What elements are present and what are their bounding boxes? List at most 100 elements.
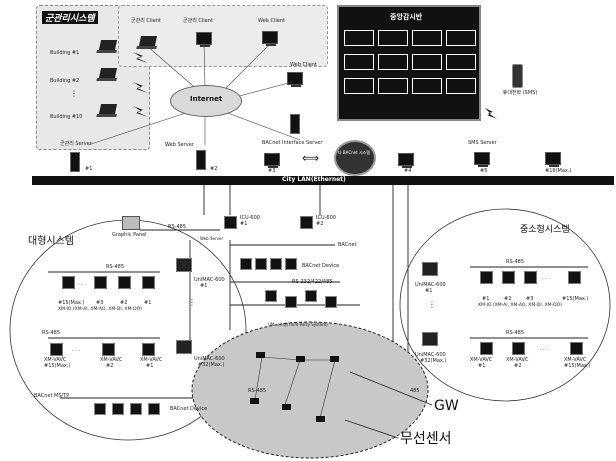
bacnet-device [285, 258, 297, 270]
small-rs485-a: RS-485 [506, 259, 524, 265]
small-vavc-num: #1 [478, 363, 486, 369]
third-party-device [305, 290, 317, 302]
icu600-1-icon [224, 216, 237, 229]
small-xm-desc: XM-IO (XM-AI, XM-AO, XM-DI, XM-DO) [478, 303, 562, 308]
monitor-window [446, 54, 476, 70]
city-lan-label: City LAN(Ethernet) [282, 176, 346, 183]
small-vavc-dots: · · · [540, 347, 548, 353]
vavc-num: #15(Max.) [44, 363, 71, 369]
lan-num-4: #4 [404, 168, 412, 174]
small-system-title: 중소형시스템 [520, 225, 570, 235]
unimac-1-num: #1 [200, 283, 208, 289]
small-unimac-1-num: #1 [425, 288, 433, 294]
group-server-tower-icon [70, 152, 80, 172]
central-monitor-title: 중앙감시반 [390, 13, 423, 21]
small-unimac-2-label: UniMAC-600 [415, 352, 446, 358]
bacnet-system-label: 타 BACnet 시스템 [337, 150, 371, 155]
small-unimac-2-icon [422, 332, 438, 346]
large-xm-num: #15(Max.) [58, 300, 85, 306]
building-dots: ⋮ [70, 89, 78, 98]
gw-label: GW [434, 398, 459, 414]
small-xm-io-device [480, 271, 493, 284]
web-server-label: Web Server [165, 142, 194, 148]
bacnet-mstp-label: BACnet MS/TP [34, 393, 70, 399]
mstp-device [148, 403, 160, 415]
small-xm-num: #1 [482, 296, 490, 302]
small-xm-num: #15(Max.) [562, 296, 589, 302]
third-party-device [265, 290, 277, 302]
group-server-label: 군관리 Server [60, 141, 92, 147]
xm-io-device [118, 276, 131, 289]
small-vavc-label: XM-VAVC [470, 357, 493, 363]
sms-server-label: SMS Server [468, 140, 497, 146]
monitor-window [446, 30, 476, 46]
monitor-window [412, 30, 442, 46]
monitor-window [344, 54, 374, 70]
bacnet-interface-server-icon [290, 114, 300, 134]
large-xm-dots: · · · [78, 282, 86, 288]
unimac-2-num: #32(Max.) [198, 362, 225, 368]
small-xm-num: #2 [504, 296, 512, 302]
monitor-window [344, 30, 374, 46]
small-xm-io-device [568, 271, 581, 284]
graphic-panel-label: Graphic Panel [112, 232, 147, 238]
bacnet-arrow-label: BACnet [338, 242, 357, 248]
lan-num-2: #2 [210, 166, 218, 172]
building-10-label: Building #10 [50, 114, 83, 120]
building-1-label: Building #1 [50, 50, 80, 56]
lan-num-16: #16(Max.) [545, 168, 572, 174]
monitor-window [378, 78, 408, 94]
large-xm-num: #2 [120, 300, 128, 306]
bacnet-system-icon [334, 140, 376, 176]
vavc-label: XM-VAVC [140, 357, 163, 363]
web-client-1-label: Web Client [258, 18, 285, 24]
monitor-window [446, 78, 476, 94]
third-party-label: UM 시스템(Third Party System) [268, 322, 328, 327]
xm-vavc-device [102, 343, 115, 356]
third-party-device [285, 296, 297, 308]
monitor-window [378, 30, 408, 46]
sensor-icon [316, 416, 325, 422]
monitor-window [344, 78, 374, 94]
web-client-2-label: Web Client [290, 62, 317, 68]
group-management-title: 군관리시스템 [42, 11, 98, 24]
icu600-1-label: ICU-600 [240, 215, 260, 221]
unimac-1-label: UniMAC-600 [194, 277, 225, 283]
lan-pc-16-icon [545, 152, 561, 167]
icu600-2-icon [300, 216, 313, 229]
small-unimac-2-num: #32(Max.) [420, 358, 447, 364]
small-vavc-label: XM-VAVC [506, 357, 529, 363]
mstp-device [130, 403, 142, 415]
mstp-device [112, 403, 124, 415]
small-unimac-1-label: UniMAC-600 [415, 282, 446, 288]
bacnet-device-label: BACnet Device [302, 263, 340, 269]
unimac-1-icon [176, 258, 192, 272]
xm-vavc-device [142, 343, 155, 356]
lan-num-5: #5 [480, 168, 488, 174]
xm-io-device [62, 276, 75, 289]
client-2-label: 군관리 Client [183, 18, 213, 24]
gateway-icon [296, 356, 305, 362]
small-vavc-num: #2 [514, 363, 522, 369]
third-party-device [325, 296, 337, 308]
small-xm-vavc-device [480, 342, 493, 355]
icu600-2-label: ICU-600 [316, 215, 336, 221]
city-lan-bar [32, 176, 614, 185]
icu600-1-num: #1 [240, 221, 248, 227]
small-xm-vavc-device [512, 342, 525, 355]
xm-io-device [94, 276, 107, 289]
bacnet-device [240, 258, 252, 270]
client-1-label: 군관리 Client [131, 18, 161, 24]
rs232-label: RS-232/422/485 [292, 279, 333, 285]
lan-num-3: #3 [268, 168, 276, 174]
mobile-phone-label: 휴대전화 (SMS) [502, 90, 538, 96]
small-unimac-dots: ⋮ [428, 300, 436, 309]
wireless-rs485-label: RS-485 [248, 388, 266, 394]
small-rs485-b: RS-485 [506, 330, 524, 336]
small-vavc-num: #15(Max.) [564, 363, 591, 369]
xm-vavc-device [50, 343, 63, 356]
large-system-title: 대형시스템 [28, 236, 74, 247]
large-xm-desc: XM-IO (XM-AI, XM-AO, XM-DI, XM-DO) [58, 307, 142, 312]
